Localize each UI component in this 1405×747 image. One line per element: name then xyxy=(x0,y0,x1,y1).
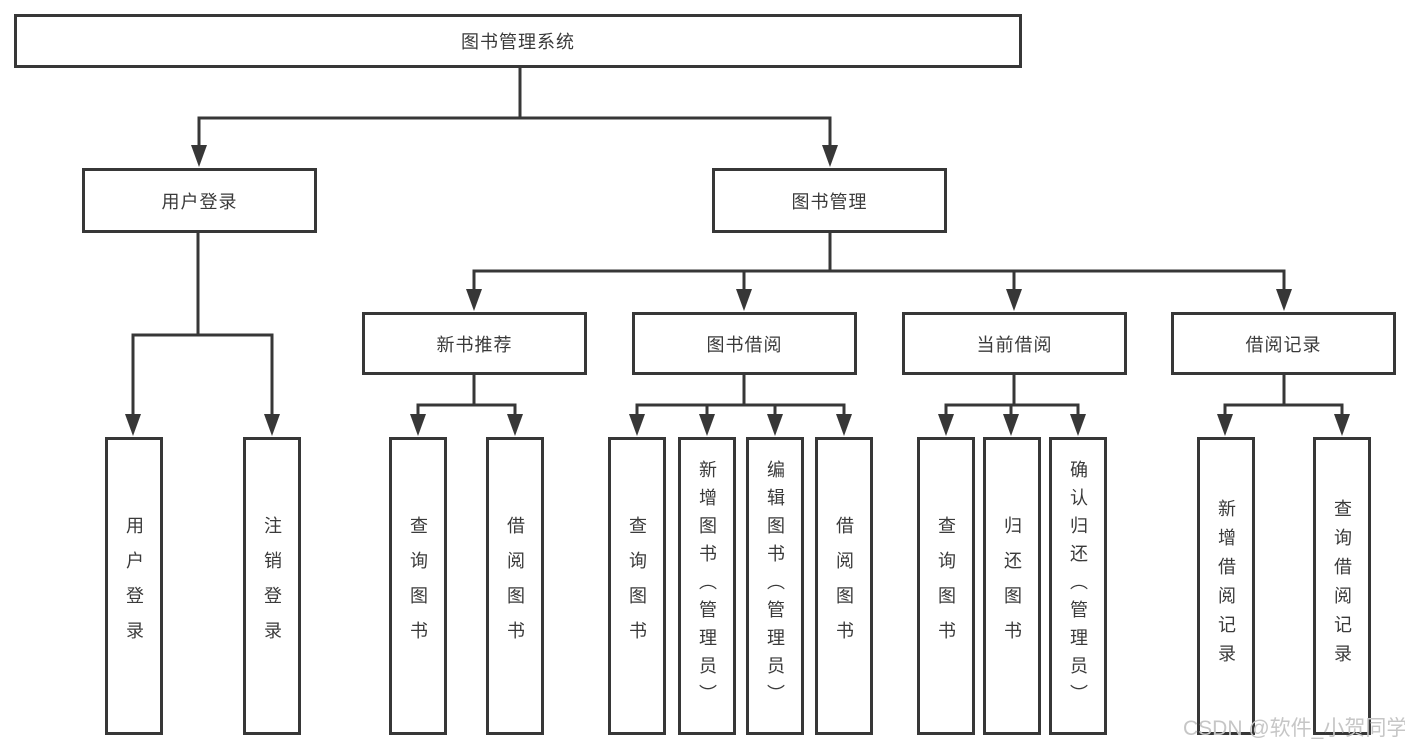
leaf-return-book: 归还图书 xyxy=(983,437,1041,735)
leaf-borrow-book-2: 借阅图书 xyxy=(815,437,873,735)
leaf-borrow-book-1-label: 借阅图书 xyxy=(505,516,525,656)
leaf-user-login-label: 用户登录 xyxy=(124,516,144,656)
leaf-query-book-3-label: 查询图书 xyxy=(936,516,956,656)
leaf-borrow-book-1: 借阅图书 xyxy=(486,437,544,735)
node-borrow-record-label: 借阅记录 xyxy=(1245,334,1322,355)
node-new-book-recommend-label: 新书推荐 xyxy=(436,334,513,355)
node-root: 图书管理系统 xyxy=(14,14,1022,68)
node-book-borrow: 图书借阅 xyxy=(632,312,857,375)
node-new-book-recommend: 新书推荐 xyxy=(362,312,587,375)
node-book-management: 图书管理 xyxy=(712,168,947,233)
leaf-confirm-return-admin: 确认归还（管理员） xyxy=(1049,437,1107,735)
leaf-add-book-admin-label: 新增图书（管理员） xyxy=(697,460,717,712)
leaf-return-book-label: 归还图书 xyxy=(1002,516,1022,656)
node-user-login-label: 用户登录 xyxy=(161,191,238,212)
leaf-query-borrow-record-label: 查询借阅记录 xyxy=(1332,499,1352,673)
node-root-label: 图书管理系统 xyxy=(461,32,575,52)
leaf-confirm-return-admin-label: 确认归还（管理员） xyxy=(1068,460,1088,712)
leaf-add-book-admin: 新增图书（管理员） xyxy=(678,437,736,735)
node-borrow-record: 借阅记录 xyxy=(1171,312,1396,375)
leaf-borrow-book-2-label: 借阅图书 xyxy=(834,516,854,656)
leaf-add-borrow-record-label: 新增借阅记录 xyxy=(1216,499,1236,673)
leaf-edit-book-admin-label: 编辑图书（管理员） xyxy=(765,460,785,712)
leaf-query-book-1: 查询图书 xyxy=(389,437,447,735)
leaf-query-book-2-label: 查询图书 xyxy=(627,516,647,656)
leaf-logout-label: 注销登录 xyxy=(262,516,282,656)
csdn-watermark: CSDN @软件_小贺同学 xyxy=(1183,717,1405,740)
leaf-user-login: 用户登录 xyxy=(105,437,163,735)
node-current-borrow: 当前借阅 xyxy=(902,312,1127,375)
node-current-borrow-label: 当前借阅 xyxy=(976,334,1053,355)
leaf-query-book-1-label: 查询图书 xyxy=(408,516,428,656)
leaf-query-book-3: 查询图书 xyxy=(917,437,975,735)
leaf-query-book-2: 查询图书 xyxy=(608,437,666,735)
leaf-add-borrow-record: 新增借阅记录 xyxy=(1197,437,1255,735)
node-user-login: 用户登录 xyxy=(82,168,317,233)
leaf-edit-book-admin: 编辑图书（管理员） xyxy=(746,437,804,735)
leaf-logout: 注销登录 xyxy=(243,437,301,735)
leaf-query-borrow-record: 查询借阅记录 xyxy=(1313,437,1371,735)
node-book-borrow-label: 图书借阅 xyxy=(706,334,783,355)
node-book-management-label: 图书管理 xyxy=(791,191,868,212)
